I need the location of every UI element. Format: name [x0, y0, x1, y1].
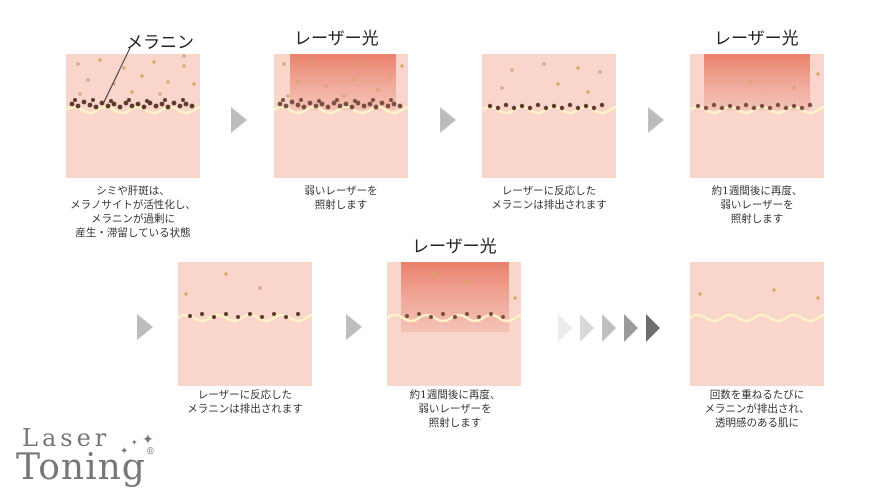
melanin-dots: [500, 62, 602, 94]
melanin-dots: [76, 54, 196, 96]
laser-label: レーザー光: [714, 29, 799, 49]
caption-step5: レーザーに反応した メラニンは排出されます: [187, 389, 303, 415]
melanin-cluster: [695, 102, 813, 111]
panel-step6: [387, 262, 521, 386]
registered-mark: ®: [145, 447, 156, 457]
caption-step7: 回数を重ねるたびに メラニンが排出され、 透明感のある肌に: [704, 389, 810, 429]
laser-label: レーザー光: [294, 29, 379, 49]
arrow-icon: [440, 107, 456, 133]
panel-step4: [690, 54, 824, 178]
panel-step3: [482, 54, 616, 178]
caption-step2: 弱いレーザーを 照射します: [304, 185, 378, 211]
laser-label: レーザー光: [412, 237, 497, 257]
melanin-cluster: [69, 98, 195, 110]
laser-beam: [704, 54, 810, 110]
skin-illustration: [274, 54, 408, 178]
logo-line1: Laser: [22, 424, 111, 452]
melanin-label: メラニン: [126, 33, 194, 53]
melanin-cluster: [188, 312, 300, 319]
melanin-cluster: [487, 102, 605, 111]
panel-step2: [274, 54, 408, 178]
multi-arrow-icon: [558, 314, 660, 342]
skin-illustration: [66, 54, 200, 178]
panel-step5: [178, 262, 312, 386]
skin-illustration: [690, 262, 824, 386]
panel-step7: [690, 262, 824, 386]
caption-step1: シミや肝斑は、 メラノサイトが活性化し、 メラニンが過剰に 産生・滞留している状…: [70, 185, 196, 239]
sparkle-icon: ✦: [142, 432, 154, 448]
caption-step3: レーザーに反応した メラニンは排出されます: [491, 185, 607, 211]
panel-step1: [66, 54, 200, 178]
arrow-icon: [648, 107, 664, 133]
melanin-pointer-line: [103, 47, 131, 103]
laser-beam: [290, 54, 396, 110]
logo-line2: Toning®: [16, 447, 156, 488]
sparkle-icon: ✦: [120, 446, 129, 457]
melanin-cluster: [405, 312, 505, 319]
laser-beam: [401, 262, 509, 332]
melanin-dots: [698, 288, 820, 300]
arrow-icon: [231, 107, 247, 133]
melanin-cluster: [277, 98, 403, 110]
skin-illustration: [690, 54, 824, 178]
skin-illustration: [482, 54, 616, 178]
arrow-icon: [346, 314, 362, 340]
skin-illustration: [178, 262, 312, 386]
caption-step4: 約1週間後に再度、 弱いレーザーを 照射します: [711, 185, 803, 225]
melanin-dots: [184, 272, 262, 296]
skin-illustration: [387, 262, 521, 386]
melanin-dots: [431, 272, 517, 300]
melanin-dots: [282, 60, 404, 98]
caption-step6: 約1週間後に再度、 弱いレーザーを 照射します: [409, 389, 501, 429]
melanin-dots: [718, 64, 820, 90]
arrow-icon: [137, 314, 153, 340]
sparkle-icon: ✦: [131, 438, 138, 447]
